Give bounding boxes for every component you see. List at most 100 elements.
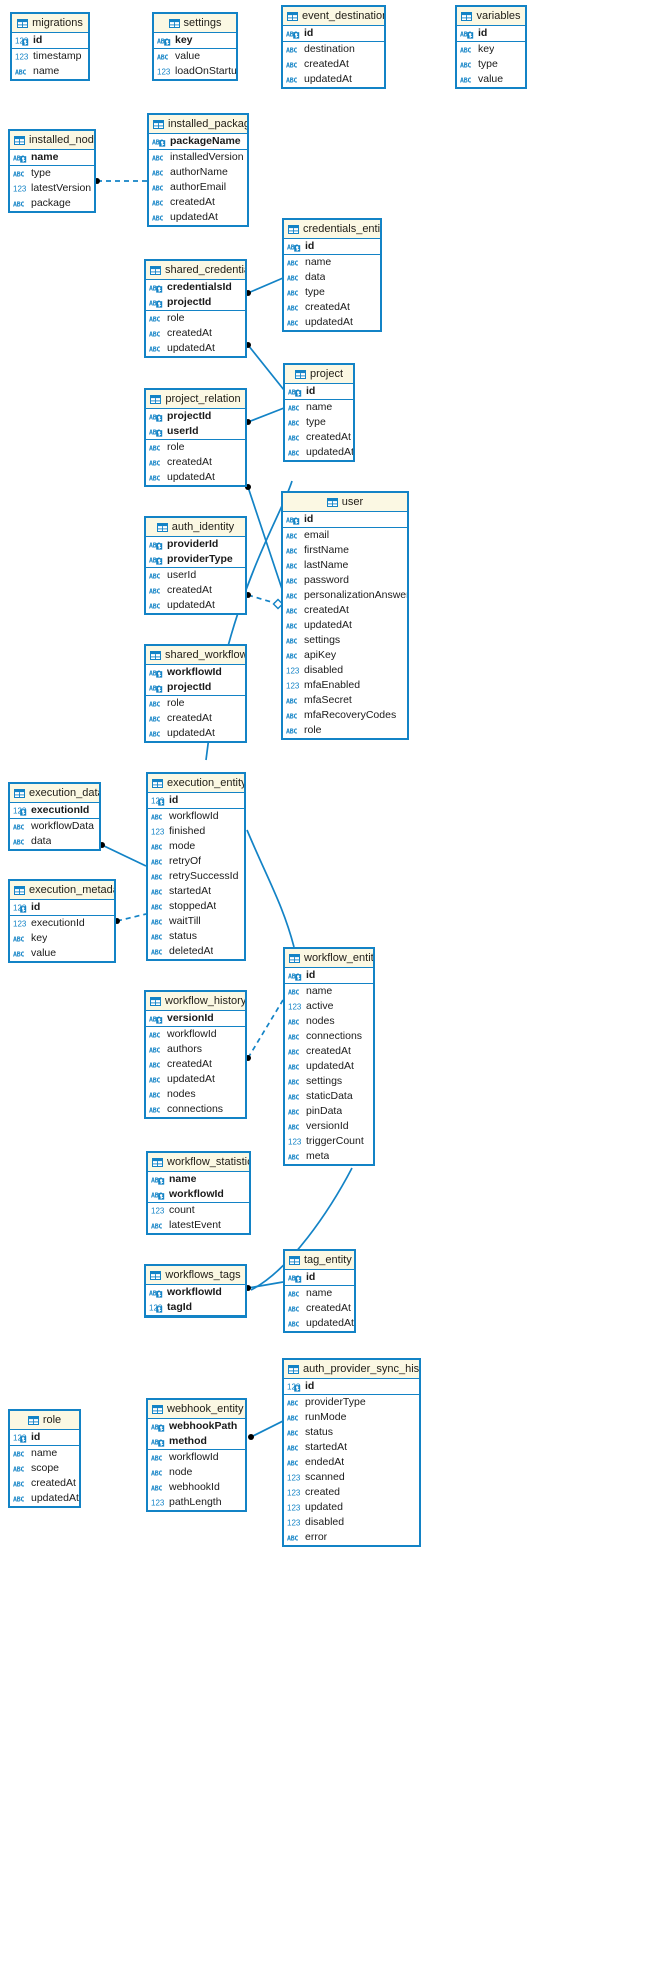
- entity-header[interactable]: variables: [457, 7, 525, 26]
- entity-header[interactable]: event_destinations: [283, 7, 384, 26]
- relation-workflow_history-to-workflow_entity[interactable]: [245, 999, 284, 1061]
- relation-installed_nodes-to-installed_packages[interactable]: [94, 178, 147, 184]
- entity-header[interactable]: workflow_statistics: [148, 1153, 249, 1172]
- entity-header[interactable]: workflow_entity: [285, 949, 373, 968]
- relation-execution_metadata-to-execution_entity[interactable]: [114, 913, 147, 924]
- entity-header[interactable]: installed_packages: [149, 115, 247, 134]
- entity-header[interactable]: migrations: [12, 14, 88, 33]
- entity-header[interactable]: execution_entity: [148, 774, 244, 793]
- entity-header[interactable]: workflows_tags: [146, 1266, 245, 1285]
- relation-execution_data-to-execution_entity[interactable]: [99, 842, 147, 867]
- entity-auth_provider_sync_history[interactable]: auth_provider_sync_history123idABCprovid…: [282, 1358, 421, 1547]
- entity-header[interactable]: execution_metadata: [10, 881, 114, 900]
- entity-installed_packages[interactable]: installed_packagesABCpackageNameABCinsta…: [147, 113, 249, 227]
- relation-project_relation-to-project[interactable]: [245, 407, 285, 425]
- entity-credentials_entity[interactable]: credentials_entityABCidABCnameABCdataABC…: [282, 218, 382, 332]
- entity-header[interactable]: credentials_entity: [284, 220, 380, 239]
- entity-shared_credentials[interactable]: shared_credentialsABCcredentialsIdABCpro…: [144, 259, 247, 358]
- entity-header[interactable]: execution_data: [10, 784, 99, 803]
- entity-header[interactable]: workflow_history: [146, 992, 245, 1011]
- entity-header[interactable]: webhook_entity: [148, 1400, 245, 1419]
- entity-header[interactable]: installed_nodes: [10, 131, 94, 150]
